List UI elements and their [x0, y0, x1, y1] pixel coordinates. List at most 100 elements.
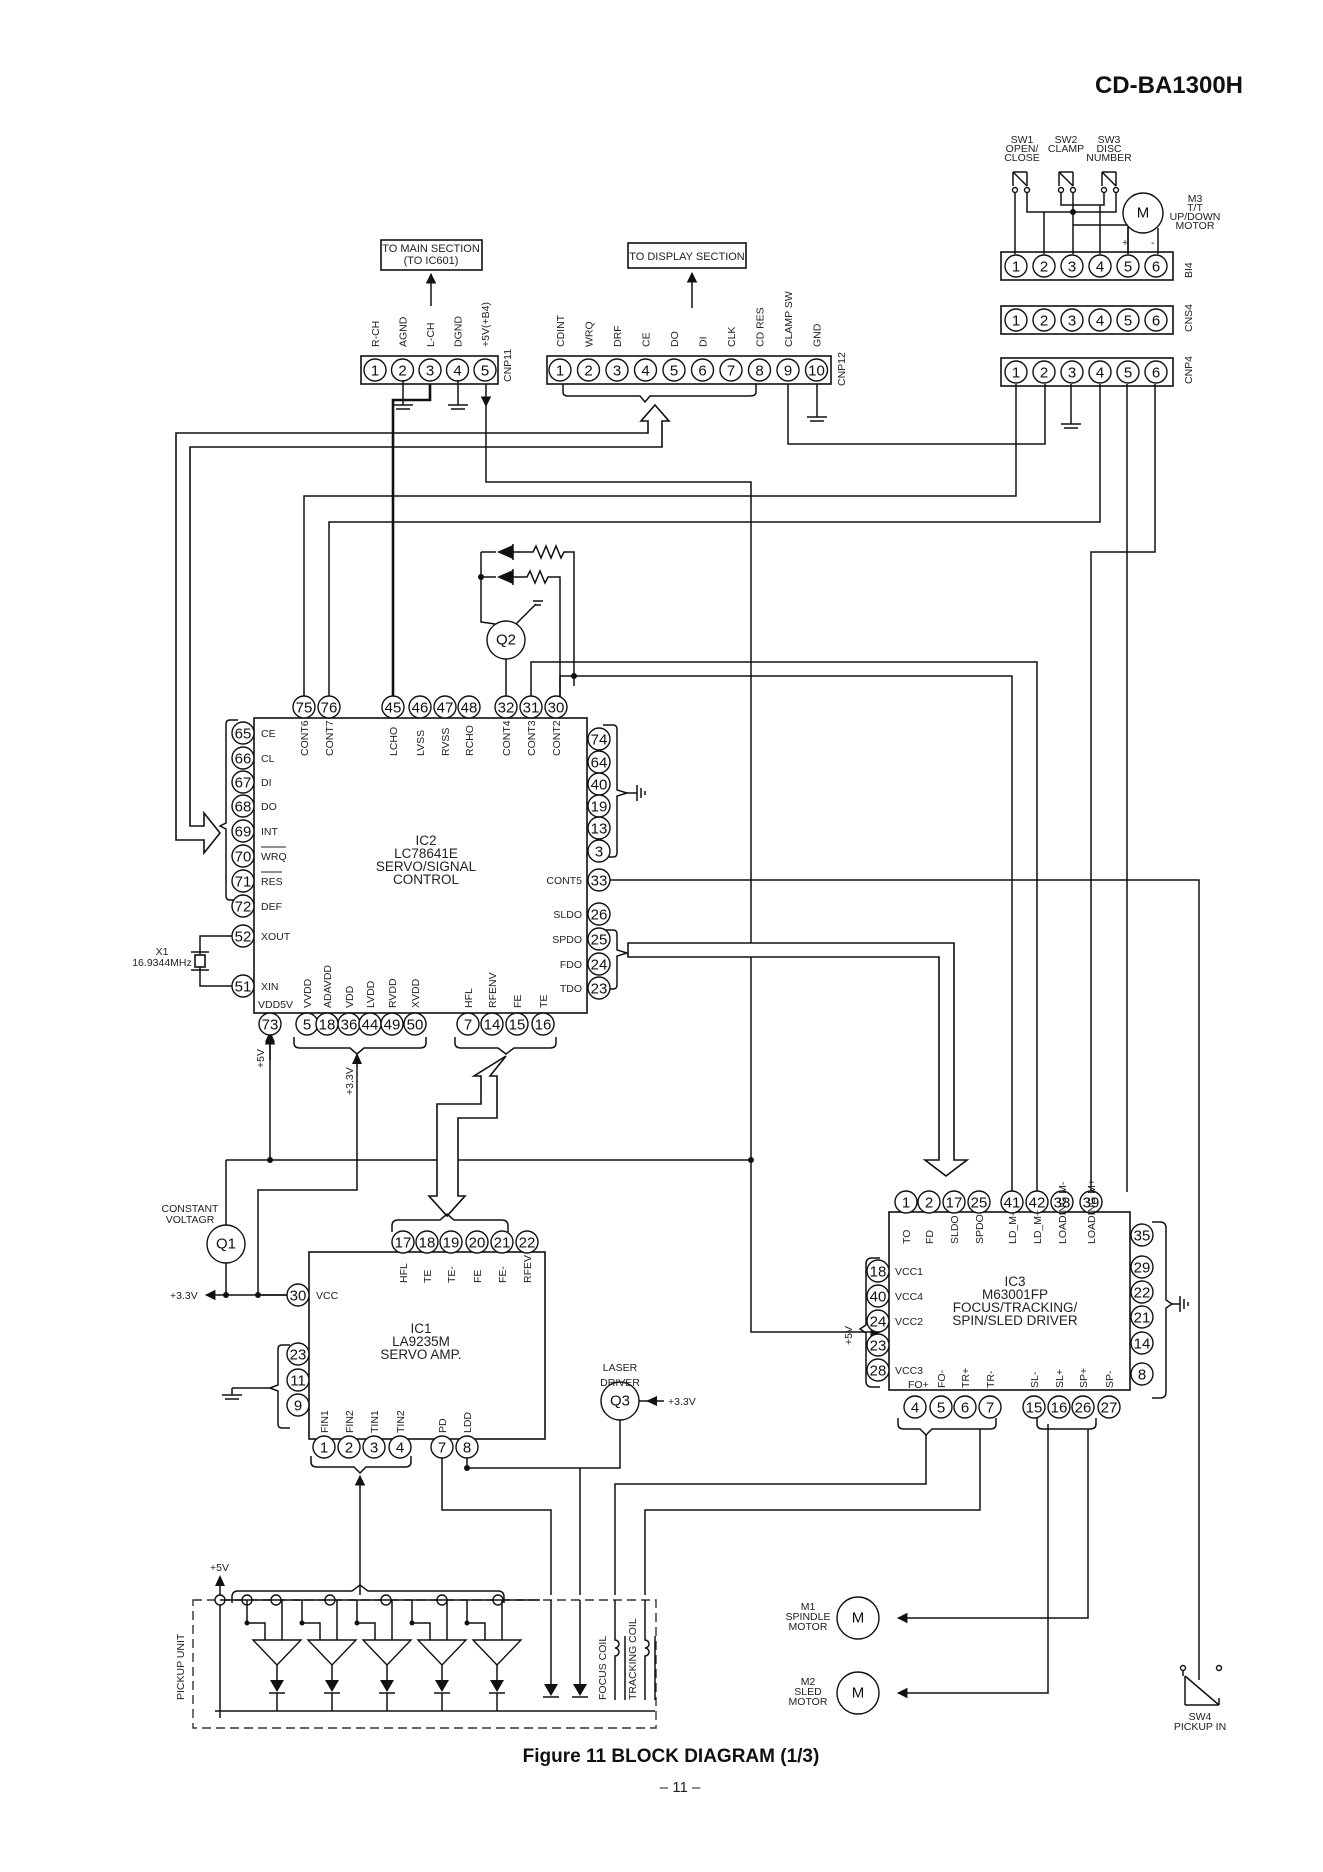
ic2-label-71: RES	[261, 876, 283, 888]
ic3-func1: FOCUS/TRACKING/	[953, 1300, 1078, 1315]
ic2-pin-44: 44	[358, 1012, 382, 1036]
svg-text:9: 9	[294, 1398, 302, 1415]
ic3-pin-18: 18	[866, 1259, 890, 1283]
svg-text:64: 64	[591, 755, 608, 772]
sw4-line-0: SW4	[1189, 1711, 1212, 1723]
svg-text:27: 27	[1101, 1400, 1118, 1417]
svg-text:4: 4	[1096, 259, 1104, 276]
svg-text:15: 15	[1026, 1400, 1043, 1417]
ic2-label-68: DO	[261, 801, 277, 813]
ic2-label-5: VVDD	[302, 978, 314, 1008]
figure-caption: Figure 11 BLOCK DIAGRAM (1/3)	[523, 1746, 820, 1767]
ic3-pin-40: 40	[866, 1284, 890, 1308]
q1-label: Q1	[216, 1236, 236, 1253]
ic3-pin-15: 15	[1022, 1395, 1046, 1419]
ic2-pin-23: 23	[587, 976, 611, 1000]
svg-text:71: 71	[235, 874, 252, 891]
ic2-pin-71: 71	[231, 869, 255, 893]
svg-text:31: 31	[523, 700, 540, 717]
ic1-label-18: TE	[422, 1270, 434, 1283]
ic3-pin-14: 14	[1130, 1331, 1154, 1355]
sw1-line-1: OPEN/	[1006, 143, 1039, 155]
to-display-section-box: TO DISPLAY SECTION	[627, 242, 747, 308]
m3-minus: -	[1151, 237, 1155, 249]
ic2-label-66: CL	[261, 753, 275, 765]
svg-text:2: 2	[1040, 259, 1048, 276]
ic2-label-70: WRQ	[261, 851, 287, 863]
svg-text:36: 36	[341, 1017, 358, 1034]
ic2-label-32: CONT4	[501, 720, 513, 756]
cns4-pin-6: 6	[1144, 308, 1168, 332]
svg-text:40: 40	[591, 777, 608, 794]
to-main-line2: (TO IC601)	[404, 255, 459, 267]
ic2-pin-19: 19	[587, 794, 611, 818]
ic1-pin-17: 17	[391, 1230, 415, 1254]
cnp12-label-1: CDINT	[555, 314, 567, 347]
pickup-coils	[215, 1600, 656, 1712]
svg-text:14: 14	[1134, 1336, 1151, 1353]
bi4-pin-1: 1	[1004, 254, 1028, 278]
v33-label-ic2: +3.3V	[344, 1067, 356, 1095]
svg-text:18: 18	[319, 1017, 336, 1034]
svg-text:20: 20	[469, 1235, 486, 1252]
svg-text:5: 5	[1124, 365, 1132, 382]
svg-text:2: 2	[1040, 365, 1048, 382]
cnp4-pin-6: 6	[1144, 360, 1168, 384]
ic2-label-36: VDD	[344, 985, 356, 1008]
svg-text:10: 10	[808, 363, 825, 380]
m3-line-2: UP/DOWN	[1170, 211, 1221, 223]
svg-text:41: 41	[1004, 1195, 1021, 1212]
ic3-pin-38: 38	[1050, 1190, 1074, 1214]
m1-line-0: M1	[801, 1601, 816, 1613]
svg-text:75: 75	[296, 700, 313, 717]
m3-line-3: MOTOR	[1176, 220, 1215, 232]
svg-text:7: 7	[438, 1440, 446, 1457]
ic1-pin-7: 7	[430, 1435, 454, 1459]
svg-text:8: 8	[463, 1440, 471, 1457]
ic2-label-76: CONT7	[324, 720, 336, 756]
ic3-pin-39: 39	[1079, 1190, 1103, 1214]
v5-text-3: +5V	[210, 1562, 229, 1574]
sw1-line-0: SW1	[1011, 134, 1034, 146]
svg-text:4: 4	[911, 1400, 919, 1417]
svg-text:29: 29	[1134, 1260, 1151, 1277]
ic3-pin-29: 29	[1130, 1255, 1154, 1279]
focus-coil-text: FOCUS COIL	[597, 1636, 609, 1700]
ic3-label-26: SP+	[1078, 1368, 1090, 1388]
sw2-line-0: SW2	[1055, 134, 1078, 146]
svg-text:73: 73	[262, 1017, 279, 1034]
ic2-pin-69: 69	[231, 819, 255, 843]
svg-text:1: 1	[1012, 259, 1020, 276]
svg-text:2: 2	[584, 363, 592, 380]
ic2-label-30: CONT2	[551, 720, 563, 756]
sw3-line-0: SW3	[1098, 134, 1121, 146]
ic2-pin-14: 14	[480, 1012, 504, 1036]
svg-text:26: 26	[591, 907, 608, 924]
ic2-label-33: CONT5	[546, 875, 582, 887]
cnp12-pin-9: 9	[776, 358, 800, 382]
svg-text:48: 48	[461, 700, 478, 717]
cnp12-label-10: GND	[812, 323, 824, 347]
ic1-label-21: FE-	[497, 1266, 509, 1283]
ic1-label-3: TIN1	[369, 1410, 381, 1433]
ic2-pin-15: 15	[505, 1012, 529, 1036]
ic1-label-8: LDD	[462, 1412, 474, 1433]
svg-text:18: 18	[870, 1264, 887, 1281]
pickup-amp-4	[409, 1600, 468, 1711]
ic1-pin-18: 18	[415, 1230, 439, 1254]
ic2-label-46: LVSS	[415, 730, 427, 756]
svg-text:30: 30	[548, 700, 565, 717]
ic3-pin-35: 35	[1130, 1223, 1154, 1247]
bi4-name: BI4	[1183, 262, 1195, 278]
ic2-label-31: CONT3	[526, 720, 538, 756]
ic3-pin-41: 41	[1000, 1190, 1024, 1214]
ic2-pin-3: 3	[587, 839, 611, 863]
svg-text:5: 5	[303, 1017, 311, 1034]
svg-text:4: 4	[641, 363, 649, 380]
svg-text:4: 4	[1096, 365, 1104, 382]
m3-line-0: M3	[1188, 193, 1203, 205]
